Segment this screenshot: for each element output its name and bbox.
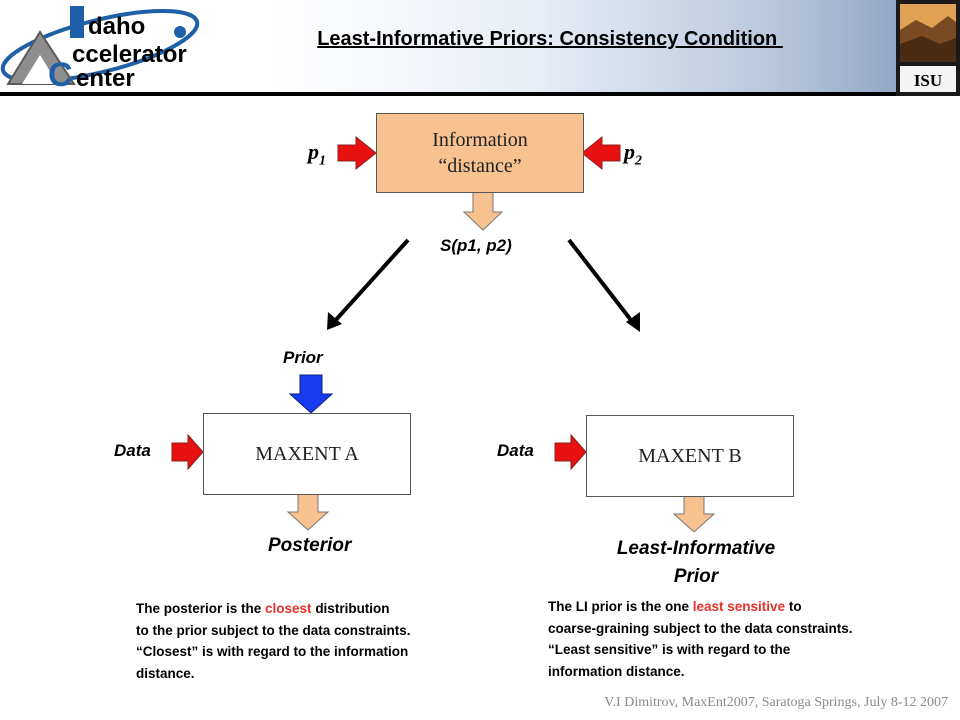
prior-label: Prior [283, 348, 323, 367]
data-label-b: Data [497, 441, 534, 460]
posterior-note: The posterior is the closest distributio… [136, 601, 411, 681]
logo-text-idaho: daho [88, 13, 145, 40]
data-input-arrow-a [171, 433, 204, 471]
iac-logo: daho ccelerator enter C [0, 6, 200, 92]
p1-label: p1 [308, 139, 326, 169]
data-input-arrow-b [554, 433, 587, 471]
maxent-b-label: MAXENT B [638, 444, 742, 467]
prior-input-arrow [288, 374, 334, 414]
li-prior-note: The LI prior is the one least sensitive … [548, 599, 853, 679]
header-rule [0, 92, 960, 96]
right-diagonal-arrow [567, 238, 636, 326]
slide-title: Least-Informative Priors: Consistency Co… [317, 28, 783, 50]
maxent-a-box: MAXENT A [203, 413, 411, 495]
logo-text-accelerator: ccelerator [72, 41, 187, 68]
li-prior-output-arrow [672, 494, 716, 533]
isu-logo-text: ISU [914, 71, 942, 90]
logo-letter-c: C [48, 56, 73, 92]
information-distance-box: Information “distance” [376, 113, 584, 193]
data-label-a: Data [114, 441, 151, 460]
p2-label: p2 [624, 139, 642, 169]
li-prior-label: Least-Informative Prior [616, 538, 776, 587]
p2-input-arrow [581, 135, 621, 171]
isu-logo: ISU [896, 0, 960, 96]
info-box-line1: Information [432, 129, 528, 151]
footer-citation: V.I Dimitrov, MaxEnt2007, Saratoga Sprin… [604, 695, 948, 710]
p1-input-arrow [337, 135, 377, 171]
maxent-a-label: MAXENT A [255, 442, 359, 465]
posterior-output-arrow [286, 492, 330, 531]
left-diagonal-arrow [332, 238, 410, 324]
info-box-line2: “distance” [438, 155, 522, 177]
posterior-label: Posterior [268, 535, 352, 556]
s-label: S(p1, p2) [440, 236, 512, 255]
header-band [0, 0, 960, 92]
maxent-b-box: MAXENT B [586, 415, 794, 497]
s-output-arrow [462, 190, 504, 231]
logo-text-center: enter [76, 65, 135, 92]
